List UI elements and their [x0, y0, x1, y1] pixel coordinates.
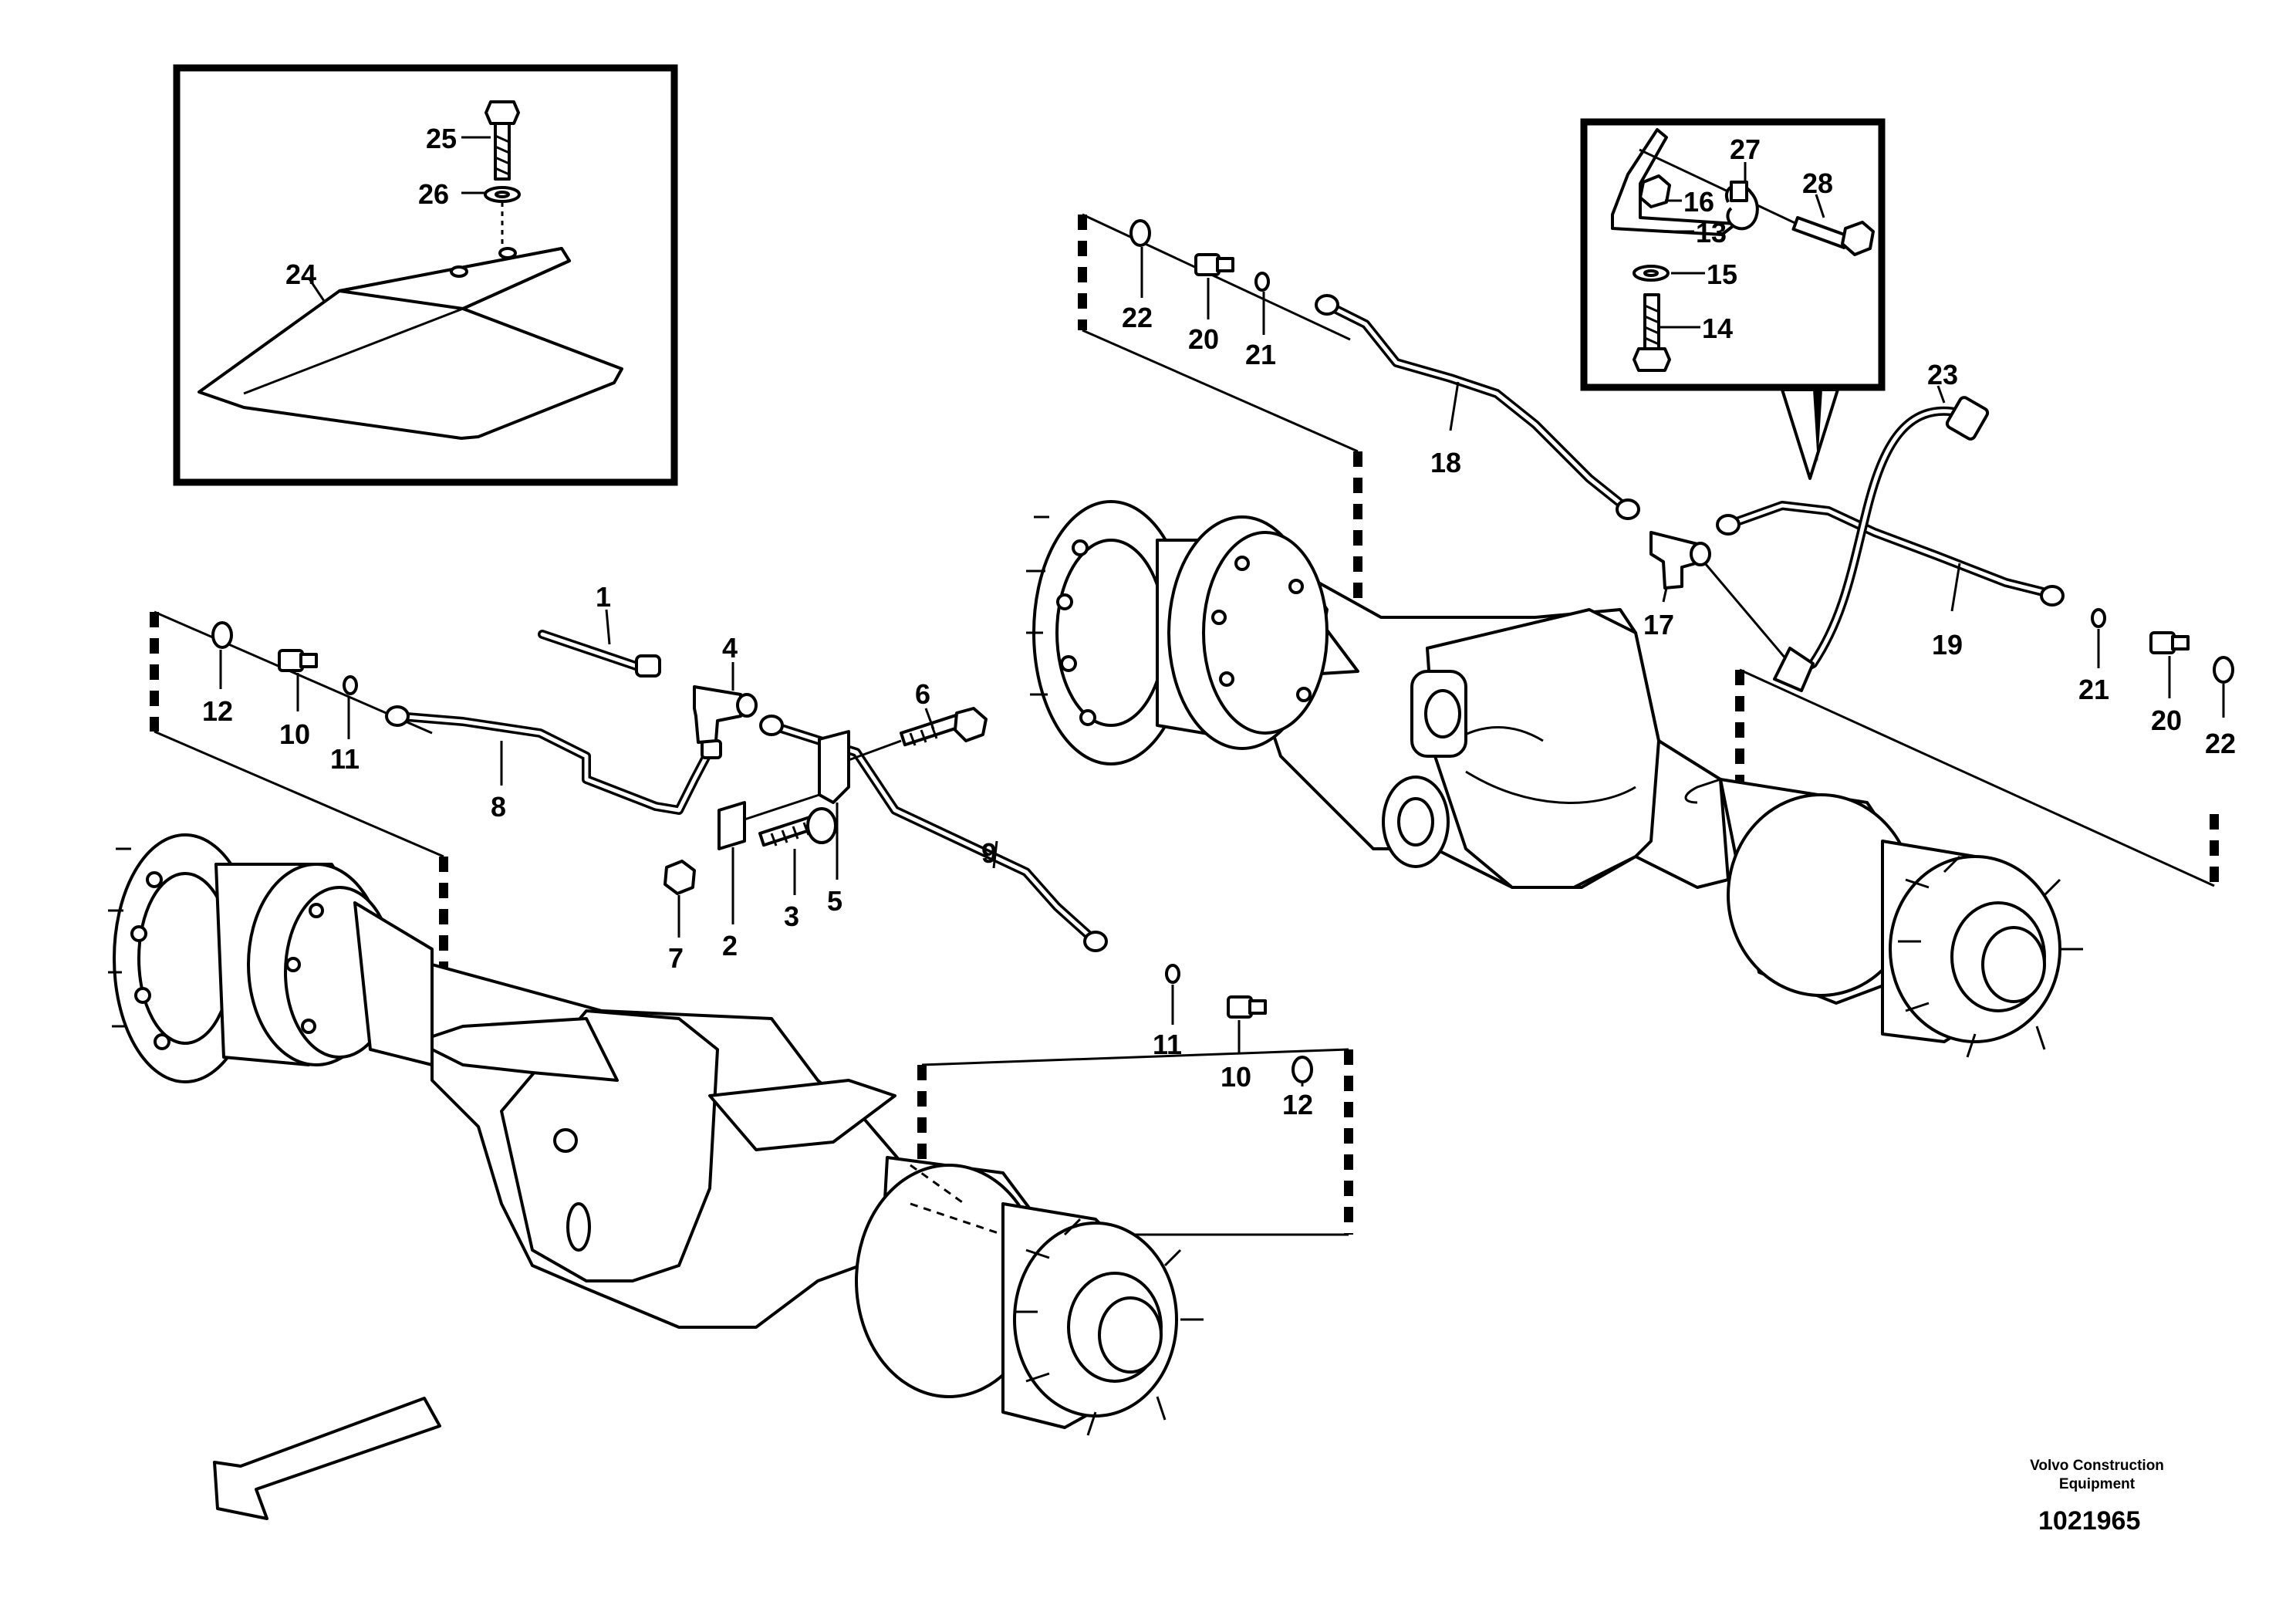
brand-line-1: Volvo Construction — [2030, 1458, 2164, 1474]
callout-4: 4 — [722, 632, 738, 664]
brand-name: Volvo Construction Equipment — [2020, 1457, 2174, 1494]
direction-arrow-icon — [213, 1397, 441, 1520]
fittings — [211, 219, 2234, 1083]
callout-6: 6 — [915, 678, 930, 710]
brake-lines — [393, 300, 2057, 946]
callout-21b: 21 — [2078, 674, 2109, 705]
front-axle-assembly — [108, 610, 1353, 1436]
callout-15: 15 — [1707, 259, 1737, 290]
inset-bracket-detail: 16 13 15 14 27 28 — [1580, 118, 1886, 480]
callout-8: 8 — [491, 791, 506, 823]
callout-10: 10 — [279, 718, 310, 750]
callout-22b: 22 — [2205, 728, 2236, 759]
callout-14: 14 — [1702, 313, 1733, 344]
callout-27: 27 — [1730, 133, 1761, 165]
callout-19: 19 — [1932, 629, 1963, 661]
callout-12: 12 — [202, 695, 233, 727]
callout-16: 16 — [1683, 186, 1714, 218]
callout-18: 18 — [1430, 447, 1461, 478]
callout-12b: 12 — [1282, 1089, 1313, 1120]
callout-2: 2 — [722, 930, 738, 961]
brand-line-2: Equipment — [2058, 1476, 2136, 1492]
callout-26: 26 — [418, 178, 449, 210]
callout-28: 28 — [1802, 167, 1833, 199]
callout-11b: 11 — [1153, 1029, 1182, 1060]
callout-3: 3 — [784, 901, 799, 932]
callout-23: 23 — [1927, 359, 1958, 390]
callout-20: 20 — [1188, 323, 1219, 355]
callout-1: 1 — [596, 581, 611, 613]
callout-22: 22 — [1122, 302, 1153, 333]
callout-21: 21 — [1245, 339, 1276, 370]
callout-10b: 10 — [1221, 1061, 1251, 1093]
drawing-number: 1021965 — [2038, 1506, 2141, 1536]
callout-20b: 20 — [2151, 705, 2182, 736]
callout-7: 7 — [668, 942, 684, 974]
callout-9: 9 — [981, 837, 997, 869]
callouts: 12 10 11 8 1 4 6 5 3 2 7 9 11 10 12 22 2… — [202, 302, 2236, 1120]
callout-17: 17 — [1643, 609, 1674, 640]
callout-11: 11 — [330, 743, 360, 775]
callout-5: 5 — [827, 885, 842, 917]
rear-axle-assembly — [1026, 213, 2219, 1058]
callout-24: 24 — [285, 259, 316, 290]
inset-shield-plate: 25 26 24 — [173, 64, 678, 486]
callout-25: 25 — [426, 123, 457, 154]
callout-leaders — [219, 247, 2225, 1086]
callout-13: 13 — [1696, 217, 1727, 248]
